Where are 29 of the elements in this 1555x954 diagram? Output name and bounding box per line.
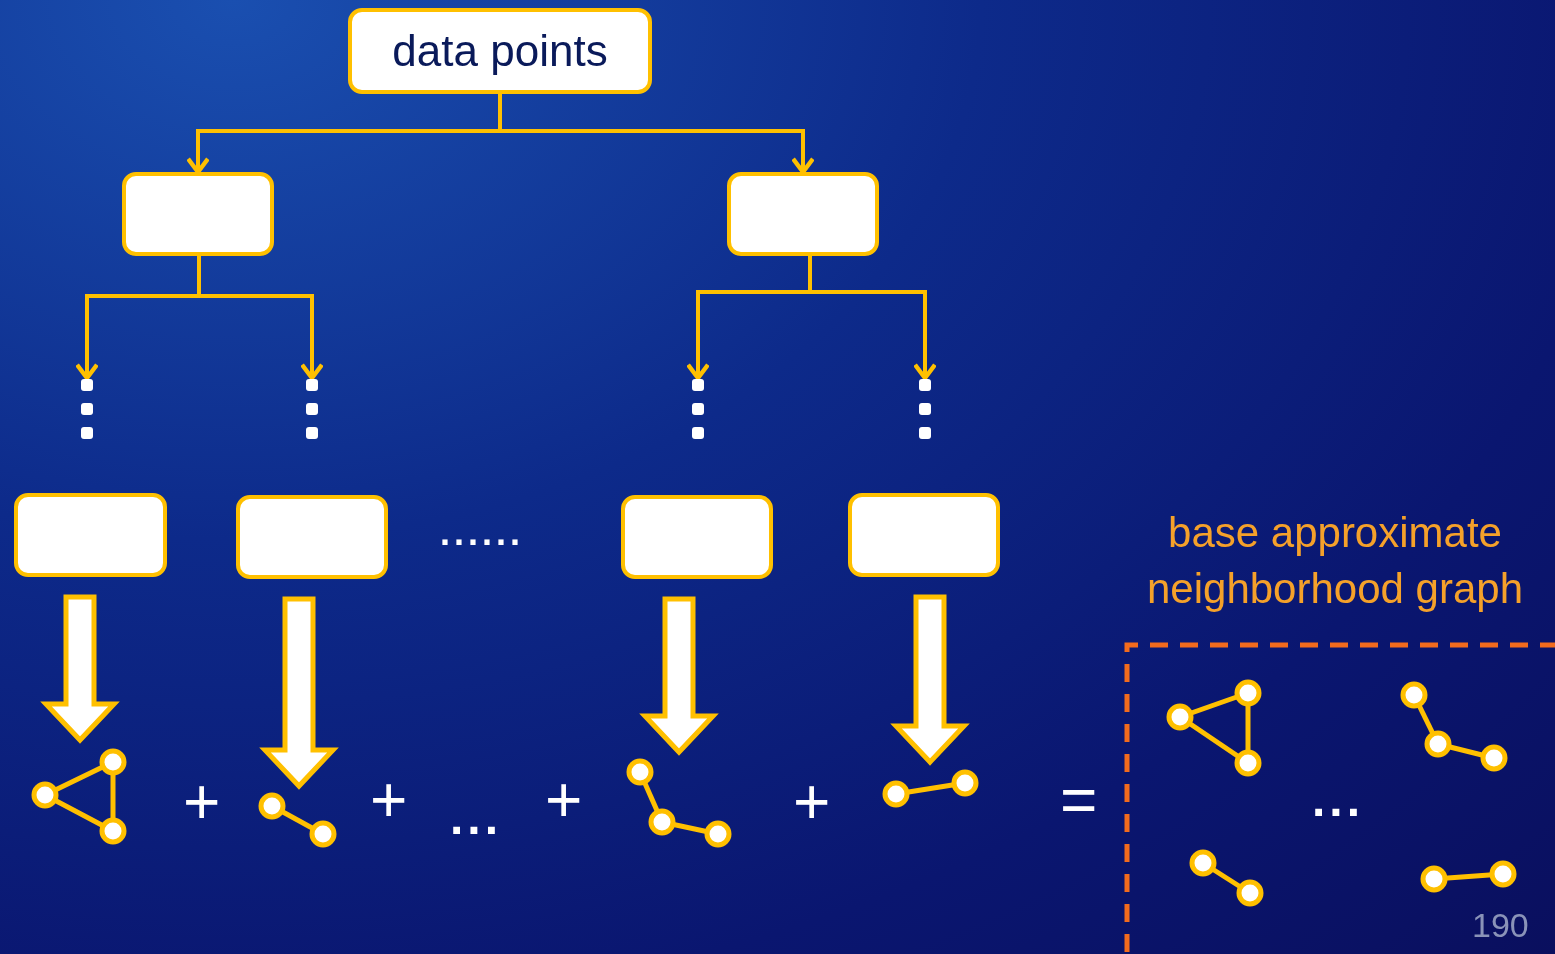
- block-arrow: [40, 594, 120, 744]
- arrow: [498, 94, 816, 175]
- ellipsis: ...: [450, 790, 502, 845]
- plus-sign: +: [545, 763, 583, 837]
- block-arrow: [639, 596, 719, 756]
- process-box: [727, 172, 879, 256]
- box-label: data points: [392, 26, 608, 76]
- process-box: [14, 493, 167, 577]
- arrow: [808, 256, 938, 381]
- plus-sign: +: [793, 765, 831, 839]
- region-heading: base approximate neighborhood graph: [1146, 508, 1524, 614]
- vertical-ellipsis: [305, 378, 319, 440]
- block-arrow: [890, 594, 970, 766]
- process-box: [236, 495, 388, 579]
- plus-sign: +: [183, 765, 221, 839]
- ellipsis: ...: [1312, 772, 1364, 827]
- process-box: [848, 493, 1000, 577]
- process-box: [621, 495, 773, 579]
- vertical-ellipsis: [918, 378, 932, 440]
- process-box: [348, 8, 652, 94]
- horizontal-ellipsis: ......: [440, 512, 524, 554]
- block-arrow: [259, 596, 339, 790]
- vertical-ellipsis: [691, 378, 705, 440]
- arrow: [197, 256, 325, 381]
- plus-sign: +: [370, 763, 408, 837]
- page-number: 190: [1472, 906, 1529, 945]
- vertical-ellipsis: [80, 378, 94, 440]
- process-box: [122, 172, 274, 256]
- equals-sign: =: [1060, 763, 1098, 837]
